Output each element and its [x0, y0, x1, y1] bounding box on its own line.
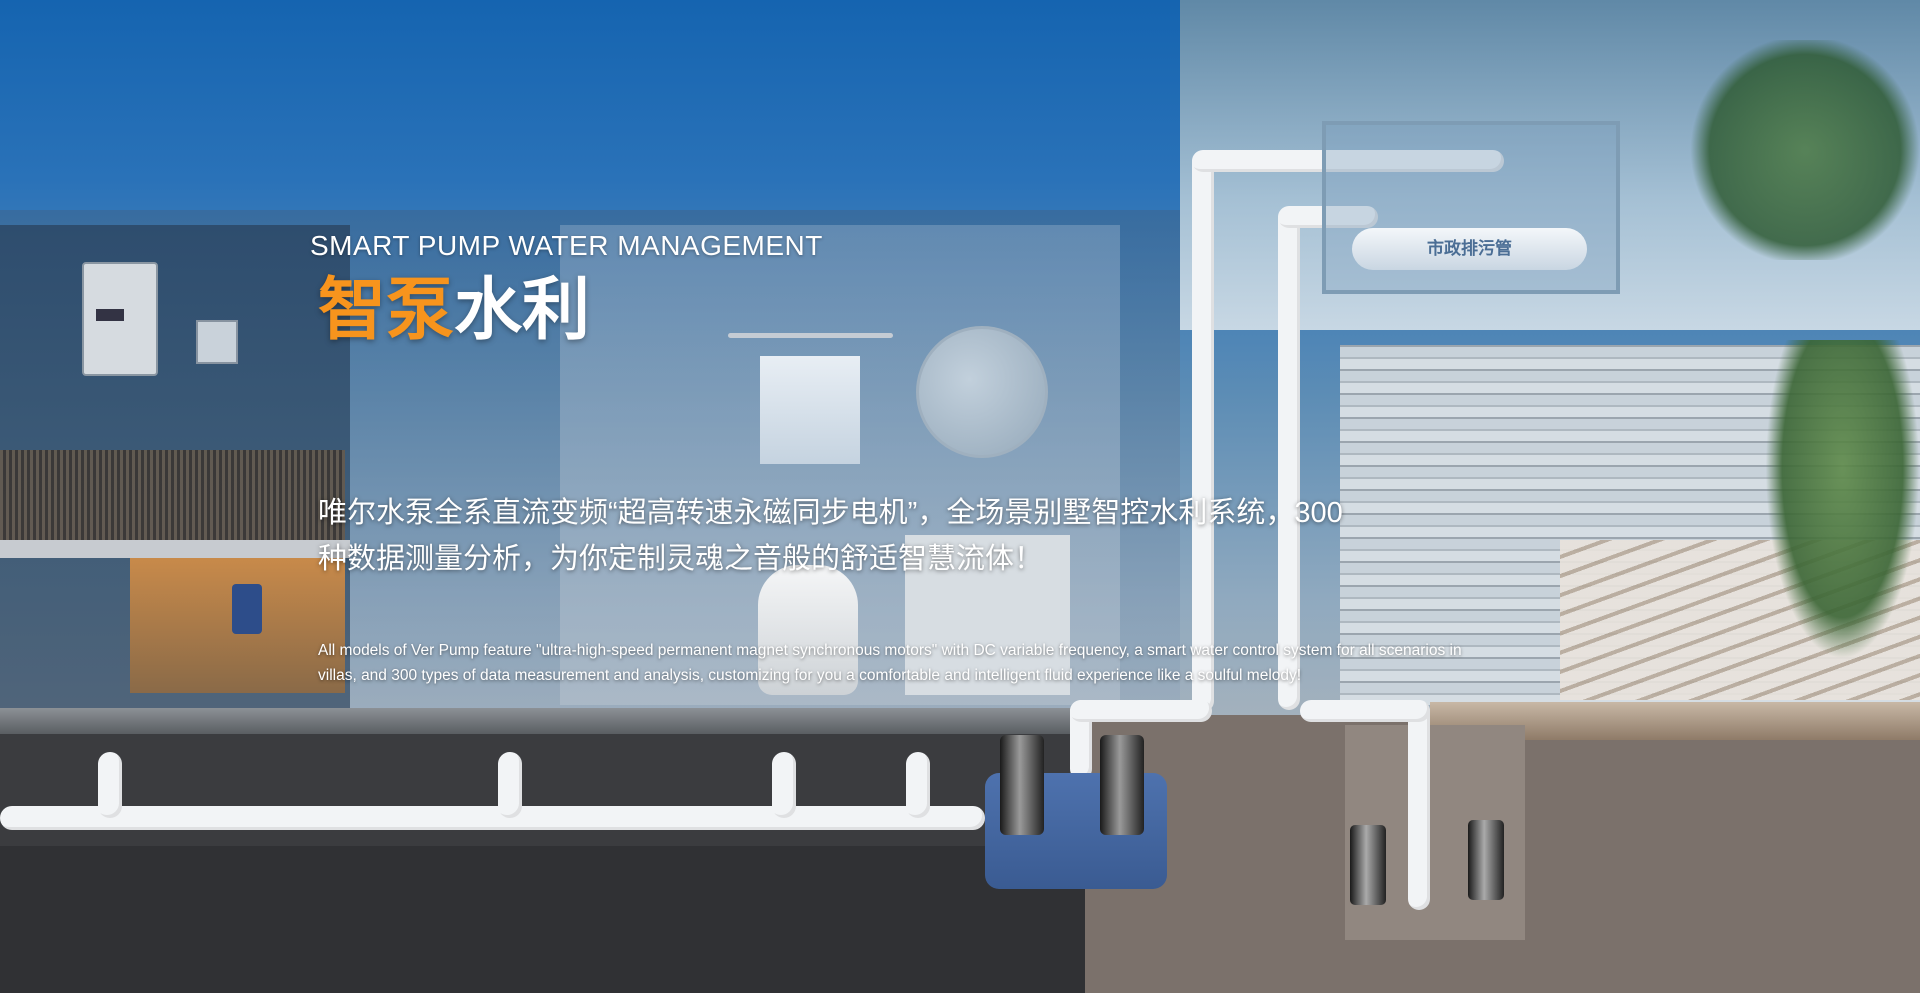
- submersible-pump-right-icon: [1468, 820, 1504, 900]
- kitchen-counter: [0, 540, 350, 558]
- pump-outlet-horizontal: [1070, 700, 1212, 722]
- horizontal-drain-pipe: [0, 806, 985, 830]
- foundation: [0, 846, 1085, 993]
- connector-pipe: [1278, 206, 1378, 228]
- water-heater-icon: [82, 262, 158, 376]
- toilet-icon: [758, 565, 858, 695]
- trees: [1690, 40, 1920, 260]
- food-disposer-icon: [232, 584, 262, 634]
- round-mirror: [916, 326, 1048, 458]
- sewer-label: 市政排污管: [1427, 239, 1512, 258]
- olive-tree: [1765, 340, 1920, 660]
- description-cn-line-1: 唯尔水泵全系直流变频“超高转速永磁同步电机”，全场景别墅智控水利系统，300: [318, 497, 1343, 529]
- water-meter-icon: [196, 320, 238, 364]
- wood-panel: [0, 450, 345, 540]
- hero-description-en: All models of Ver Pump feature "ultra-hi…: [318, 638, 1598, 688]
- drain-pipe-1: [98, 752, 122, 818]
- drain-pipe-2: [498, 752, 522, 818]
- towel-bar: [728, 333, 893, 338]
- towel: [760, 356, 860, 464]
- pump-motor-right-icon: [1100, 735, 1144, 835]
- vanity: [905, 535, 1070, 695]
- description-en-line-2: villas, and 300 types of data measuremen…: [318, 667, 1302, 684]
- headline-accent: 智泵: [318, 272, 455, 348]
- hero-headline: 智泵水利: [318, 270, 590, 350]
- hero-eyebrow: SMART PUMP WATER MANAGEMENT: [310, 230, 823, 261]
- hero-description-cn: 唯尔水泵全系直流变频“超高转速永磁同步电机”，全场景别墅智控水利系统，300 种…: [318, 490, 1618, 582]
- sump-pipe: [1408, 700, 1430, 910]
- municipal-sewer-pipe: 市政排污管: [1352, 228, 1587, 270]
- top-pipe: [1192, 150, 1504, 172]
- drain-pipe-3: [772, 752, 796, 818]
- riser-pipe-left: [1192, 152, 1214, 712]
- pump-motor-left-icon: [1000, 735, 1044, 835]
- floor-slab: [0, 708, 1170, 734]
- drain-pipe-4: [906, 752, 930, 818]
- submersible-pump-left-icon: [1350, 825, 1386, 905]
- headline-rest: 水利: [454, 272, 591, 348]
- description-en-line-1: All models of Ver Pump feature "ultra-hi…: [318, 642, 1462, 659]
- description-cn-line-2: 种数据测量分析，为你定制灵魂之音般的舒适智慧流体！: [318, 543, 1044, 575]
- riser-pipe-right: [1278, 208, 1300, 710]
- sump-pipe-horizontal: [1300, 700, 1430, 722]
